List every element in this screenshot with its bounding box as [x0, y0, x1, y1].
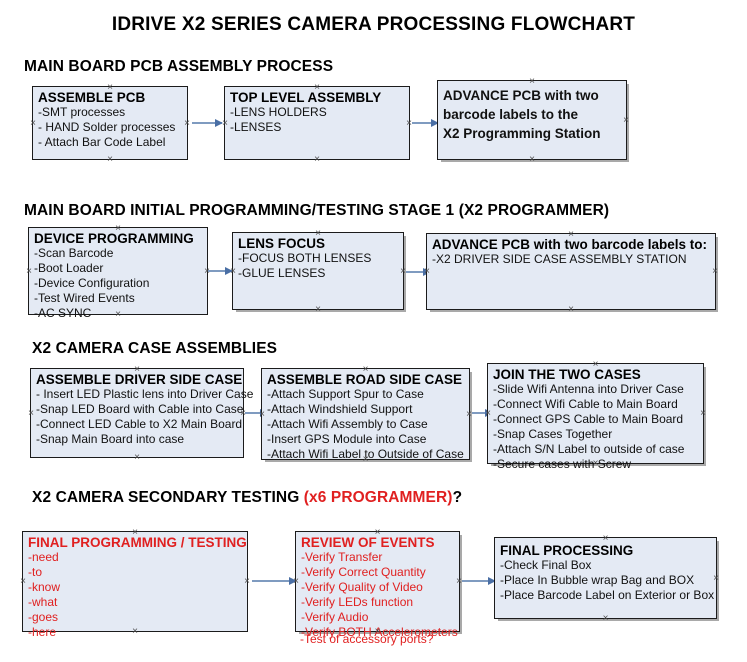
node-line: -need: [28, 550, 59, 564]
node-line: -Verify Quality of Video: [301, 580, 423, 594]
resize-handle-bottom[interactable]: [601, 614, 610, 623]
section-header-text: X2 CAMERA SECONDARY TESTING: [32, 489, 304, 506]
node-assemble-driver-side-case[interactable]: ASSEMBLE DRIVER SIDE CASE - Insert LED P…: [30, 368, 254, 458]
node-line: -Connect LED Cable to X2 Main Board: [36, 417, 243, 431]
arrow-review-of-events-to-final-processing: [462, 576, 496, 585]
node-line: -Snap LED Board with Cable into Case: [36, 402, 244, 416]
node-line: -Verify LEDs function: [301, 595, 414, 609]
node-line: -FOCUS BOTH LENSES: [238, 251, 372, 265]
resize-handle-bottom[interactable]: [528, 155, 537, 164]
node-line: -Connect Wifi Cable to Main Board: [493, 397, 678, 411]
section-header-tail: ?: [452, 489, 463, 506]
node-line: -Attach S/N Label to outside of case: [493, 442, 685, 456]
node-device-programming[interactable]: DEVICE PROGRAMMING -Scan Barcode -Boot L…: [28, 227, 208, 320]
node-advance-pcb-x2-programming-station[interactable]: ADVANCE PCB with two barcode labels to t…: [437, 80, 627, 160]
node-title: REVIEW OF EVENTS: [301, 535, 435, 550]
section-header-text: X2 CAMERA CASE ASSEMBLIES: [32, 340, 278, 357]
node-line: -Verify Correct Quantity: [301, 565, 426, 579]
section-header-text: MAIN BOARD PCB ASSEMBLY PROCESS: [24, 58, 334, 75]
node-line: barcode labels to the: [443, 107, 579, 122]
node-line: -Slide Wifi Antenna into Driver Case: [493, 382, 684, 396]
arrow-final-programming-to-review-of-events: [252, 576, 297, 585]
node-line: -Snap Main Board into case: [36, 432, 185, 446]
resize-handle-bottom[interactable]: [106, 155, 115, 164]
node-line: - HAND Solder processes: [38, 120, 176, 134]
node-title: ASSEMBLE DRIVER SIDE CASE: [36, 372, 243, 387]
node-line: -LENSES: [230, 120, 282, 134]
node-title: ASSEMBLE PCB: [38, 90, 146, 105]
node-line: -Place Barcode Label on Exterior or Box: [500, 588, 715, 602]
section-header-main-board-pcb-assembly-process: MAIN BOARD PCB ASSEMBLY PROCESS: [24, 58, 333, 76]
arrow-top-level-assembly-to-advance-pcb: [412, 118, 439, 127]
node-line: -LENS HOLDERS: [230, 105, 327, 119]
node-line: -Insert GPS Module into Case: [267, 432, 427, 446]
node-title: DEVICE PROGRAMMING: [34, 231, 194, 246]
node-advance-pcb-driver-side-case-station[interactable]: ADVANCE PCB with two barcode labels to: …: [426, 233, 716, 310]
node-title: LENS FOCUS: [238, 236, 326, 251]
node-line: -to: [28, 565, 43, 579]
node-line: -Attach Support Spur to Case: [267, 387, 424, 401]
node-line: -know: [28, 580, 61, 594]
node-line: -Device Configuration: [34, 276, 150, 290]
arrow-assemble-pcb-to-top-level-assembly: [192, 118, 223, 127]
node-line: -Verify Audio: [301, 610, 369, 624]
node-line: X2 Programming Station: [443, 126, 601, 141]
section-header-text: MAIN BOARD INITIAL PROGRAMMING/TESTING S…: [24, 202, 610, 219]
node-review-of-events[interactable]: REVIEW OF EVENTS -Verify Transfer -Verif…: [295, 531, 460, 639]
node-line: -Place In Bubble wrap Bag and BOX: [500, 573, 695, 587]
node-line: -AC SYNC: [34, 306, 92, 320]
node-line: -SMT processes: [38, 105, 126, 119]
node-line: -what: [28, 595, 58, 609]
node-line: -Check Final Box: [500, 558, 592, 572]
node-line: - Insert LED Plastic lens into Driver Ca…: [36, 387, 254, 401]
resize-handle-bottom[interactable]: [133, 453, 142, 462]
arrow-device-programming-to-lens-focus: [208, 266, 233, 275]
node-lens-focus[interactable]: LENS FOCUS -FOCUS BOTH LENSES -GLUE LENS…: [232, 232, 404, 310]
node-line: -here: [28, 625, 57, 639]
node-line: -Attach Windshield Support: [267, 402, 413, 416]
node-assemble-road-side-case[interactable]: ASSEMBLE ROAD SIDE CASE -Attach Support …: [261, 368, 470, 461]
node-title: FINAL PROCESSING: [500, 543, 634, 558]
node-final-processing[interactable]: FINAL PROCESSING -Check Final Box -Place…: [494, 537, 717, 619]
node-line: -X2 DRIVER SIDE CASE ASSEMBLY STATION: [432, 252, 687, 266]
node-line: -Boot Loader: [34, 261, 104, 275]
resize-handle-right[interactable]: [711, 267, 720, 276]
node-final-programming-testing[interactable]: FINAL PROGRAMMING / TESTING -need -to -k…: [22, 531, 248, 639]
node-line: -Secure cases with Screw: [493, 457, 632, 471]
node-line: -Verify Transfer: [301, 550, 383, 564]
node-line: -Scan Barcode: [34, 246, 114, 260]
page-title: IDRIVE X2 SERIES CAMERA PROCESSING FLOWC…: [111, 14, 636, 35]
node-line: - Attach Bar Code Label: [38, 135, 166, 149]
review-of-events-overflow-line: -Test of accessory ports?: [300, 632, 434, 646]
node-title: JOIN THE TWO CASES: [493, 367, 641, 382]
node-line: -Snap Cases Together: [493, 427, 613, 441]
node-top-level-assembly[interactable]: TOP LEVEL ASSEMBLY -LENS HOLDERS -LENSES: [224, 86, 410, 160]
section-header-x2-camera-secondary-testing: X2 CAMERA SECONDARY TESTING (x6 PROGRAMM…: [32, 489, 462, 507]
resize-handle-bottom[interactable]: [567, 305, 576, 314]
node-title: ADVANCE PCB with two: [443, 88, 599, 103]
node-title: ADVANCE PCB with two barcode labels to:: [432, 237, 708, 252]
resize-handle-bottom[interactable]: [313, 155, 322, 164]
node-title: TOP LEVEL ASSEMBLY: [230, 90, 382, 105]
node-line: -Verify BOTH Accelerometers: [301, 625, 458, 639]
resize-handle-bottom[interactable]: [314, 305, 323, 314]
node-line: -GLUE LENSES: [238, 266, 326, 280]
node-assemble-pcb[interactable]: ASSEMBLE PCB -SMT processes - HAND Solde…: [32, 86, 188, 160]
node-join-the-two-cases[interactable]: JOIN THE TWO CASES -Slide Wifi Antenna i…: [487, 363, 704, 471]
section-header-accent: (x6 PROGRAMMER): [303, 489, 453, 506]
node-line: -Test Wired Events: [34, 291, 135, 305]
node-line: -Attach Wifi Label to Outside of Case: [267, 447, 464, 461]
node-line: -Attach Wifi Assembly to Case: [267, 417, 428, 431]
node-line: -goes: [28, 610, 59, 624]
section-header-x2-camera-case-assemblies: X2 CAMERA CASE ASSEMBLIES: [32, 340, 277, 358]
node-line: -Connect GPS Cable to Main Board: [493, 412, 684, 426]
node-title: FINAL PROGRAMMING / TESTING: [28, 535, 247, 550]
node-title: ASSEMBLE ROAD SIDE CASE: [267, 372, 463, 387]
section-header-main-board-initial-programming: MAIN BOARD INITIAL PROGRAMMING/TESTING S…: [24, 202, 609, 220]
